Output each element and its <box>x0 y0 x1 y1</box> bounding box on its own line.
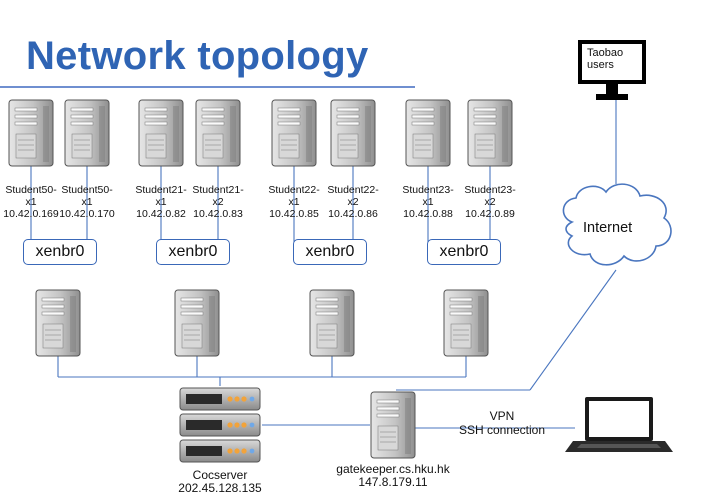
vm-name: Student22- <box>327 184 379 196</box>
vm-name: Student23- <box>402 184 454 196</box>
monitor-screen: Taobao users <box>582 44 642 80</box>
vpn-ssh-label: VPN SSH connection <box>452 409 552 437</box>
host-server-icon <box>443 289 489 357</box>
vm-server-icon <box>195 99 241 167</box>
xenbr0-bridge: xenbr0 <box>156 239 230 265</box>
users-label-line2: users <box>587 59 614 71</box>
vm-ip: 10.42.0.169 <box>3 208 59 220</box>
host-server-icon <box>35 289 81 357</box>
vm-server-icon <box>405 99 451 167</box>
vm-ip: 10.42.0.85 <box>269 208 319 220</box>
gatekeeper-server-icon <box>370 391 416 459</box>
vm-name: Student50- <box>61 184 113 196</box>
vm-name: Student21- <box>135 184 187 196</box>
network-links <box>30 100 617 429</box>
vm-name: x1 <box>81 196 93 208</box>
vm-server-icon <box>467 99 513 167</box>
vm-name: Student50- <box>5 184 57 196</box>
vpn-label: VPN <box>489 409 515 423</box>
vm-name: x1 <box>25 196 37 208</box>
uplink-to-internet <box>529 269 617 391</box>
page-title: Network topology <box>26 34 369 78</box>
vm-ip: 10.42.0.86 <box>328 208 378 220</box>
cocserver-name: Cocserver <box>192 468 248 482</box>
vm-server-icon <box>8 99 54 167</box>
xenbr0-bridge: xenbr0 <box>427 239 501 265</box>
vm-name: Student22- <box>268 184 320 196</box>
vm-name: x2 <box>484 196 496 208</box>
vm-name: Student23- <box>464 184 516 196</box>
vm-name: x1 <box>422 196 434 208</box>
xenbr0-bridge: xenbr0 <box>293 239 367 265</box>
gatekeeper-name: gatekeeper.cs.hku.hk <box>336 462 450 476</box>
title-underline <box>0 86 415 88</box>
internet-cloud-icon <box>562 183 672 266</box>
vm-name: x2 <box>212 196 224 208</box>
vm-name: Student21- <box>192 184 244 196</box>
laptop-icon <box>565 397 673 452</box>
vm-name: x2 <box>347 196 359 208</box>
monitor-stand <box>596 84 628 100</box>
ssh-connection-label: SSH connection <box>458 423 546 437</box>
vm-ip: 10.42.0.89 <box>465 208 515 220</box>
vm-server-icon <box>271 99 317 167</box>
vm-ip: 10.42.0.82 <box>136 208 186 220</box>
gatekeeper-ip: 147.8.179.11 <box>358 475 428 489</box>
vm-name: x1 <box>155 196 167 208</box>
xenbr0-bridge: xenbr0 <box>23 239 97 265</box>
vm-name: x1 <box>288 196 300 208</box>
vm-server-icon <box>330 99 376 167</box>
vm-ip: 10.42.0.88 <box>403 208 453 220</box>
host-server-icon <box>174 289 220 357</box>
host-server-icon <box>309 289 355 357</box>
taobao-users-monitor-icon: Taobao users <box>578 40 646 84</box>
vm-server-icon <box>138 99 184 167</box>
vm-server-icon <box>64 99 110 167</box>
users-label-line1: Taobao <box>587 47 624 59</box>
vm-ip: 10.42.0.170 <box>59 208 115 220</box>
cocserver-label: Cocserver 202.45.128.135 <box>178 469 261 495</box>
cocserver-ip: 202.45.128.135 <box>178 481 262 495</box>
gatekeeper-label: gatekeeper.cs.hku.hk 147.8.179.11 <box>336 463 449 489</box>
vm-ip: 10.42.0.83 <box>193 208 243 220</box>
cocserver-rack-icon <box>179 387 261 463</box>
internet-label: Internet <box>583 220 633 236</box>
